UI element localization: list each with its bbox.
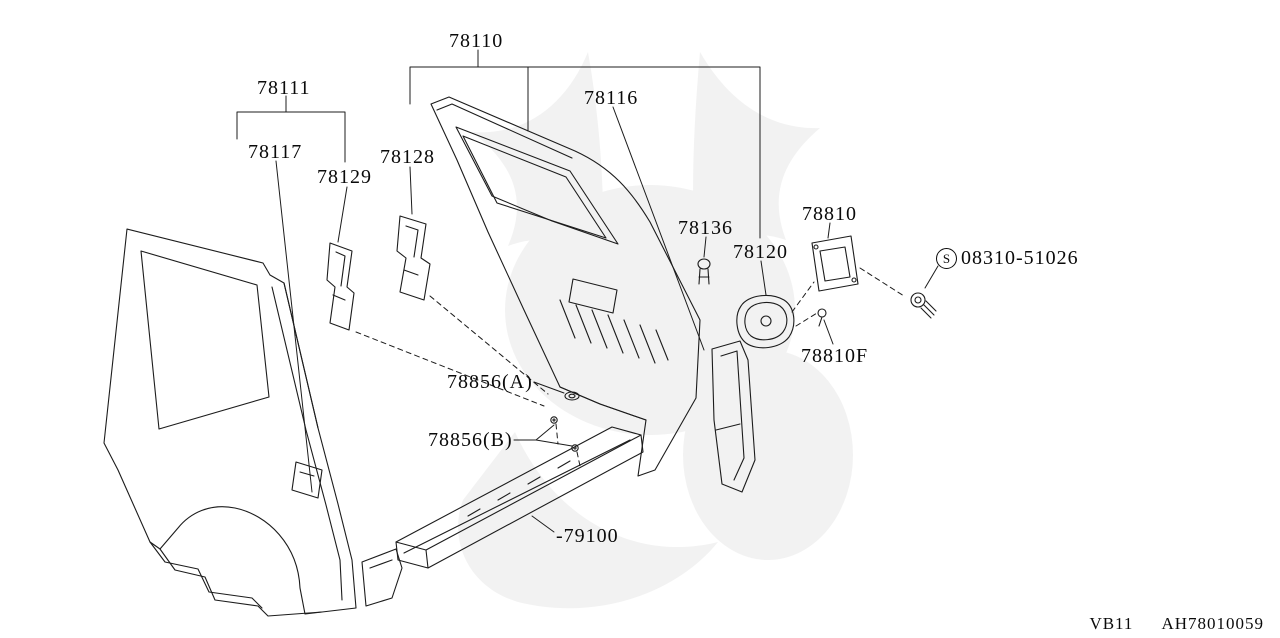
part-label-78810f: 78810F [801, 345, 869, 367]
line-art [103, 49, 939, 617]
part-label-78810: 78810 [802, 203, 857, 225]
sill-panel [361, 426, 644, 607]
fuel-filler-lid [736, 294, 795, 349]
quarter-panel-main [430, 96, 701, 477]
part-label-78856a: 78856(A) [447, 371, 533, 393]
part-label-78120: 78120 [733, 241, 788, 263]
model-code: VB11 [1089, 614, 1134, 633]
part-label-78116: 78116 [584, 87, 639, 109]
pillar-reinforcement [711, 340, 756, 493]
drawing-number: AH78010059 [1161, 614, 1264, 633]
part-number-text: 08310-51026 [961, 247, 1079, 269]
dashed-lines [355, 267, 905, 467]
fuel-filler-bracket [811, 235, 859, 292]
part-label-78117: 78117 [248, 141, 303, 163]
quarter-panel-left [103, 228, 357, 617]
watermark [458, 52, 853, 609]
bracket-78129 [326, 242, 355, 331]
part-label-79100: -79100 [556, 525, 619, 547]
screw [910, 292, 937, 319]
part-label-78856b: 78856(B) [428, 429, 513, 451]
part-label-78110: 78110 [449, 30, 504, 52]
grommet-78856a [564, 391, 580, 401]
part-label-78111: 78111 [257, 77, 311, 99]
clip-78810f [817, 308, 827, 327]
bracket-78128 [396, 215, 431, 301]
leader-lines [236, 49, 939, 533]
part-label-78136: 78136 [678, 217, 733, 239]
part-label-08310-51026: S 08310-51026 [936, 247, 1079, 270]
drawing-footer: VB11 AH78010059 [1089, 614, 1264, 634]
standard-part-icon: S [936, 248, 957, 269]
part-label-78129: 78129 [317, 166, 372, 188]
grommet-78136 [697, 258, 711, 285]
part-label-78128: 78128 [380, 146, 435, 168]
fasteners-78856b [550, 416, 579, 452]
